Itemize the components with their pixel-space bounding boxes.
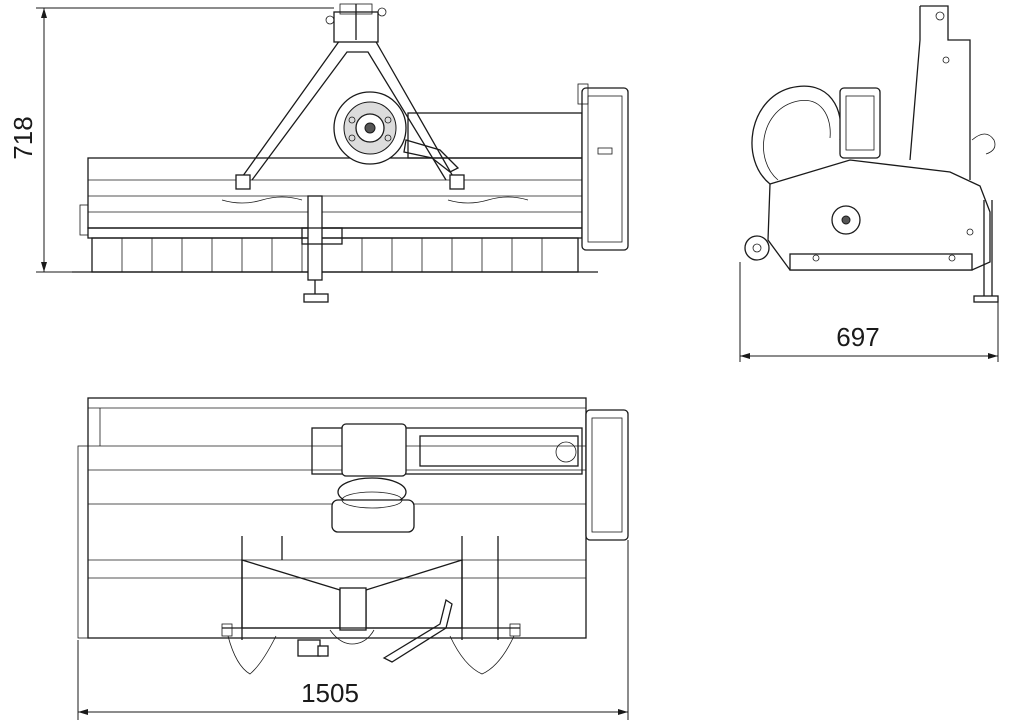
rotor-blades (121, 238, 543, 272)
dimension-width-label: 1505 (301, 678, 359, 708)
dimension-height-label: 718 (8, 116, 38, 159)
top-view (77, 397, 629, 675)
front-view (72, 3, 629, 303)
dimension-depth: 697 (739, 262, 999, 362)
side-view (744, 5, 999, 303)
dimension-width: 1505 (77, 540, 629, 720)
dimension-depth-label: 697 (836, 322, 879, 352)
dimension-height: 718 (8, 7, 334, 273)
